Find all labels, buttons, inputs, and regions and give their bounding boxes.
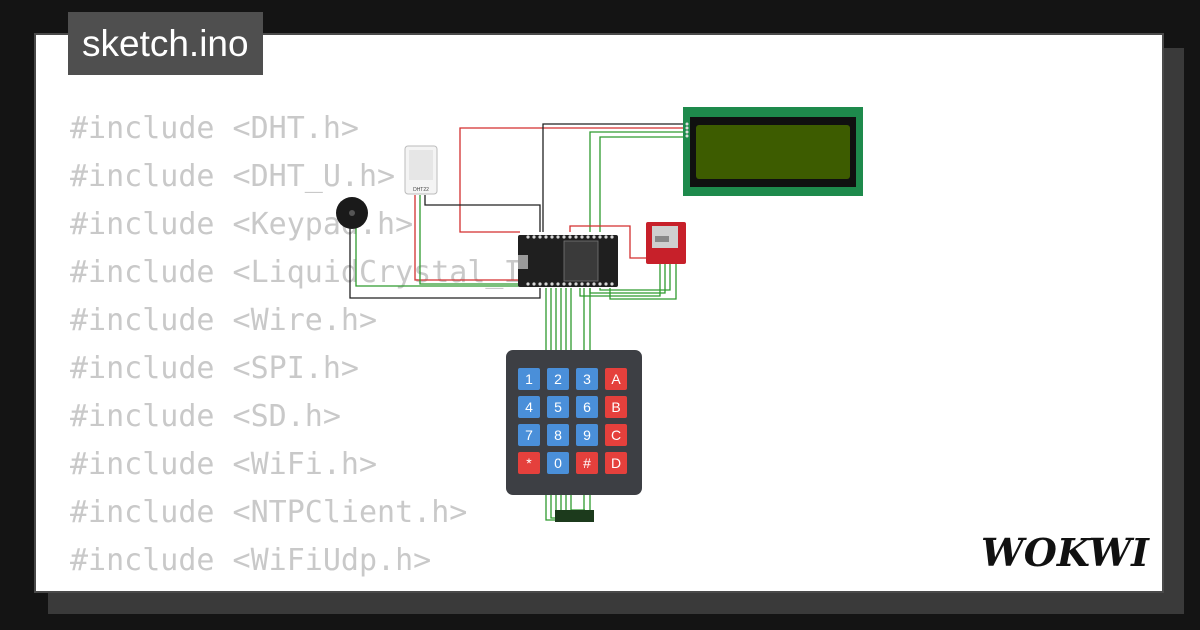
keypad-key-label: 3	[583, 371, 591, 387]
keypad: 1 2 3 A 4 5 6 B 7 8 9 C * 0 # D	[506, 350, 642, 522]
keypad-key-B[interactable]: B	[605, 396, 627, 418]
keypad-key-label: C	[611, 427, 621, 443]
keypad-key-label: 1	[525, 371, 533, 387]
esp32-pin	[598, 282, 602, 286]
esp32-pin	[604, 235, 608, 239]
preview-card: #include <DHT.h> #include <DHT_U.h> #inc…	[34, 33, 1164, 593]
keypad-key-5[interactable]: 5	[547, 396, 569, 418]
esp32-pin	[538, 235, 542, 239]
keypad-key-A[interactable]: A	[605, 368, 627, 390]
esp32-pin	[592, 282, 596, 286]
wire	[414, 195, 520, 281]
wire	[419, 195, 520, 285]
file-tab[interactable]: sketch.ino	[68, 12, 263, 75]
keypad-key-9[interactable]: 9	[576, 424, 598, 446]
keypad-key-D[interactable]: D	[605, 452, 627, 474]
wire	[569, 225, 655, 259]
wire	[599, 136, 688, 232]
buzzer	[336, 197, 368, 229]
esp32-pin	[592, 235, 596, 239]
esp32-pin	[610, 235, 614, 239]
keypad-key-label: 9	[583, 427, 591, 443]
keypad-key-4[interactable]: 4	[518, 396, 540, 418]
keypad-key-3[interactable]: 3	[576, 368, 598, 390]
esp32-pin	[526, 235, 530, 239]
esp32-pin	[556, 282, 560, 286]
esp32-pin	[580, 282, 584, 286]
wire	[355, 226, 520, 287]
wire	[424, 195, 541, 232]
code-line: #include <SPI.h>	[70, 351, 359, 386]
wire	[589, 131, 688, 232]
wire	[599, 262, 671, 291]
code-line: #include <Wire.h>	[70, 303, 378, 338]
esp32-pin	[586, 235, 590, 239]
code-line: #include <DHT_U.h>	[70, 159, 396, 194]
wokwi-logo-text: WOKWI	[981, 530, 1150, 575]
keypad-key-label: B	[611, 399, 620, 415]
esp32-pin	[562, 235, 566, 239]
wire	[459, 127, 688, 233]
wire	[579, 262, 661, 297]
code-line: #include <NTPClient.h>	[70, 495, 468, 530]
keypad-key-label: *	[526, 455, 532, 471]
keypad-key-1[interactable]: 1	[518, 368, 540, 390]
keypad-key-6[interactable]: 6	[576, 396, 598, 418]
esp32-pin	[568, 282, 572, 286]
keypad-key-label: 7	[525, 427, 533, 443]
keypad-key-label: 4	[525, 399, 533, 415]
esp32-pin	[574, 282, 578, 286]
esp32-pin	[586, 282, 590, 286]
keypad-key-8[interactable]: 8	[547, 424, 569, 446]
esp32-pin	[550, 282, 554, 286]
sd-card-module	[646, 222, 686, 264]
esp32-pins	[526, 235, 614, 286]
wokwi-logo: WOKWI	[981, 530, 1150, 575]
esp32-pin	[604, 282, 608, 286]
esp32-pin	[580, 235, 584, 239]
dht22-sensor: DHT22	[404, 145, 438, 195]
esp32-pin	[574, 235, 578, 239]
esp32-board	[518, 235, 618, 287]
code-line: #include <WiFi.h>	[70, 447, 378, 482]
keypad-key-label: 6	[583, 399, 591, 415]
keypad-key-2[interactable]: 2	[547, 368, 569, 390]
esp32-pin	[550, 235, 554, 239]
esp32-pin	[610, 282, 614, 286]
code-line: #include <SD.h>	[70, 399, 341, 434]
esp32-pin	[544, 282, 548, 286]
keypad-keys: 1 2 3 A 4 5 6 B 7 8 9 C * 0 # D	[518, 368, 627, 474]
wire	[349, 214, 541, 299]
wire	[609, 262, 677, 300]
keypad-key-*[interactable]: *	[518, 452, 540, 474]
dht-label: DHT22	[413, 187, 429, 193]
keypad-key-label: 0	[554, 455, 562, 471]
keypad-key-0[interactable]: 0	[547, 452, 569, 474]
esp32-pin	[544, 235, 548, 239]
esp32-pin	[562, 282, 566, 286]
keypad-key-7[interactable]: 7	[518, 424, 540, 446]
esp32-pin	[532, 282, 536, 286]
esp32-pin	[556, 235, 560, 239]
keypad-key-label: 5	[554, 399, 562, 415]
keypad-key-label: D	[611, 455, 621, 471]
file-tab-label: sketch.ino	[82, 23, 249, 64]
code-line: #include <Keypad.h>	[70, 207, 414, 242]
keypad-key-label: #	[583, 455, 591, 471]
keypad-key-label: 2	[554, 371, 562, 387]
keypad-key-label: 8	[554, 427, 562, 443]
lcd-display	[683, 107, 863, 196]
esp32-pin	[526, 282, 530, 286]
keypad-key-#[interactable]: #	[576, 452, 598, 474]
wire	[542, 123, 688, 232]
esp32-pin	[538, 282, 542, 286]
keypad-key-C[interactable]: C	[605, 424, 627, 446]
esp32-pin	[568, 235, 572, 239]
code-line: #include <DHT.h>	[70, 111, 359, 146]
esp32-pin	[532, 235, 536, 239]
code-line: #include <WiFiUdp.h>	[70, 543, 432, 578]
keypad-key-label: A	[611, 371, 621, 387]
esp32-pin	[598, 235, 602, 239]
